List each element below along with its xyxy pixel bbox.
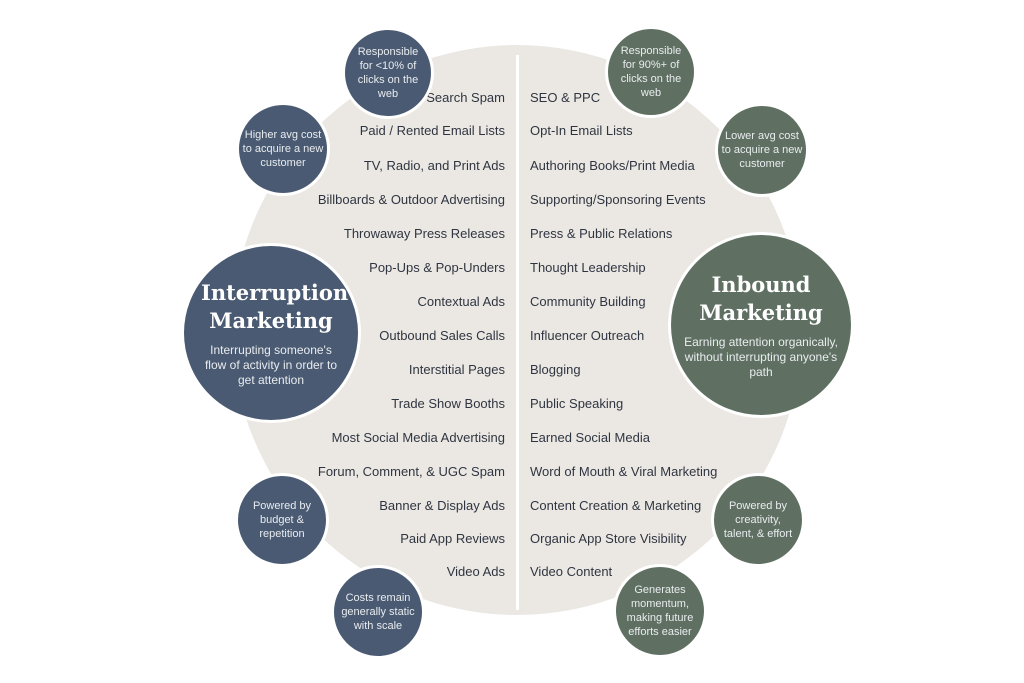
inbound-item: Blogging: [530, 362, 581, 377]
inbound-description: Earning attention organically, without i…: [684, 334, 838, 379]
inbound-item: Earned Social Media: [530, 430, 650, 445]
interruption-title: Interruption Marketing: [201, 279, 349, 333]
interruption-item: Pop-Ups & Pop-Unders: [369, 260, 505, 275]
interruption-description: Interrupting someone's flow of activity …: [204, 342, 338, 387]
fact-interruption-scale: Costs remain generally static with scale: [331, 565, 425, 659]
inbound-item: Opt-In Email Lists: [530, 123, 633, 138]
interruption-item: Paid / Rented Email Lists: [359, 123, 505, 138]
interruption-item: Forum, Comment, & UGC Spam: [317, 464, 505, 479]
interruption-item: Paid App Reviews: [400, 531, 505, 546]
interruption-item: Video Ads: [446, 564, 505, 579]
fact-text: Responsible for <10% of clicks on the we…: [357, 46, 419, 100]
interruption-item: Throwaway Press Releases: [343, 226, 505, 241]
fact-text: Powered by creativity, talent, & effort: [723, 500, 793, 540]
inbound-item: Video Content: [530, 564, 613, 579]
fact-interruption-budget: Powered by budget & repetition: [235, 473, 329, 567]
interruption-item: Contextual Ads: [417, 294, 505, 309]
fact-inbound-cost: Lower avg cost to acquire a new customer: [715, 103, 809, 197]
interruption-item: Interstitial Pages: [408, 362, 505, 377]
fact-interruption-clicks: Responsible for <10% of clicks on the we…: [342, 27, 434, 119]
inbound-item: Influencer Outreach: [530, 328, 645, 343]
inbound-item: Content Creation & Marketing: [530, 498, 702, 513]
center-divider: [516, 55, 519, 610]
interruption-item: Banner & Display Ads: [379, 498, 505, 513]
fact-text: Costs remain generally static with scale: [341, 592, 415, 632]
fact-interruption-cost: Higher avg cost to acquire a new custome…: [236, 102, 330, 196]
fact-text: Higher avg cost to acquire a new custome…: [242, 129, 324, 169]
inbound-item: Community Building: [530, 294, 646, 309]
fact-text: Lower avg cost to acquire a new customer: [721, 130, 803, 170]
fact-text: Powered by budget & repetition: [252, 500, 312, 540]
interruption-item: Outbound Sales Calls: [379, 328, 505, 343]
interruption-item: Most Social Media Advertising: [331, 430, 505, 445]
inbound-item: Authoring Books/Print Media: [530, 158, 695, 173]
fact-text: Generates momentum, making future effort…: [626, 584, 694, 638]
inbound-item: Organic App Store Visibility: [530, 531, 687, 546]
fact-inbound-clicks: Responsible for 90%+ of clicks on the we…: [605, 26, 697, 118]
interruption-item: Billboards & Outdoor Advertising: [317, 192, 505, 207]
fact-inbound-effort: Powered by creativity, talent, & effort: [711, 473, 805, 567]
inbound-item: SEO & PPC: [530, 90, 601, 105]
inbound-title: Inbound Marketing: [699, 271, 823, 325]
inbound-item: Word of Mouth & Viral Marketing: [530, 464, 718, 479]
interruption-item: Search Spam: [426, 90, 505, 105]
inbound-item: Supporting/Sponsoring Events: [530, 192, 706, 207]
interruption-item: TV, Radio, and Print Ads: [363, 158, 505, 173]
inbound-item: Press & Public Relations: [530, 226, 673, 241]
inbound-item: Public Speaking: [530, 396, 624, 411]
interruption-item: Trade Show Booths: [391, 396, 505, 411]
inbound-item: Thought Leadership: [530, 260, 646, 275]
fact-inbound-momentum: Generates momentum, making future effort…: [613, 564, 707, 658]
fact-text: Responsible for 90%+ of clicks on the we…: [620, 45, 682, 99]
